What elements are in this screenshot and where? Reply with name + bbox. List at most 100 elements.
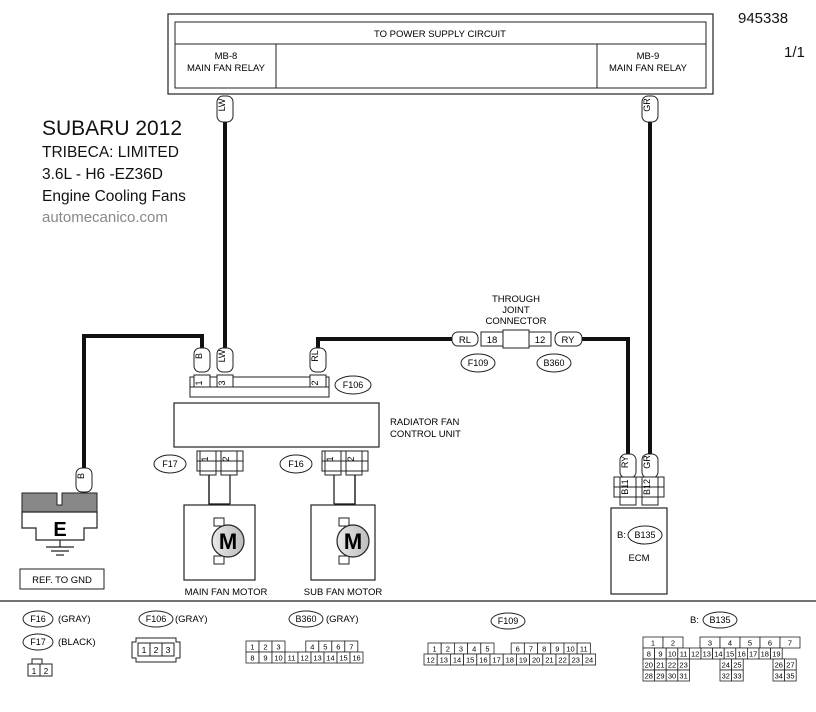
wire-tag-lw-top: LW xyxy=(216,95,234,123)
svg-text:2: 2 xyxy=(44,667,49,676)
left-relay-connector: MB-8 xyxy=(215,51,238,62)
pin-number: 29 xyxy=(656,672,664,681)
pin-number: 19 xyxy=(772,650,780,659)
pin-number: 1 xyxy=(250,643,254,652)
svg-text:(BLACK): (BLACK) xyxy=(58,637,95,648)
pin-number: 19 xyxy=(519,656,527,665)
pin-cell xyxy=(349,651,364,664)
pin-cell xyxy=(582,653,597,666)
ground-terminal: E REF. TO GND xyxy=(19,492,105,590)
svg-text:3: 3 xyxy=(217,380,227,385)
pin-number: 5 xyxy=(748,639,752,648)
wire-tag-lw-cu: LW xyxy=(216,347,234,373)
pin-number: 10 xyxy=(566,645,574,654)
wire-ry xyxy=(582,337,630,455)
svg-text:F17: F17 xyxy=(162,459,178,469)
pin-number: 24 xyxy=(722,661,730,670)
pin-number: 4 xyxy=(310,643,314,652)
svg-text:B:: B: xyxy=(690,615,699,626)
wire-rl xyxy=(316,337,452,350)
svg-text:B135: B135 xyxy=(634,530,655,540)
pin-number: 8 xyxy=(647,650,651,659)
pin-number: 20 xyxy=(532,656,540,665)
pin-number: 16 xyxy=(352,654,360,663)
svg-text:F106: F106 xyxy=(343,380,364,390)
pin-number: 13 xyxy=(703,650,711,659)
pin-cell xyxy=(731,669,744,682)
svg-text:F16: F16 xyxy=(30,614,46,624)
vehicle-engine: 3.6L - H6 -EZ36D xyxy=(42,166,163,183)
radiator-fan-control-unit: 1 3 2 F106 RADIATOR FAN CONTROL UNIT xyxy=(173,374,461,448)
pin-number: 16 xyxy=(479,656,487,665)
wire-tag-b-gnd: B xyxy=(75,467,93,493)
pin-number: 35 xyxy=(786,672,794,681)
svg-text:JOINT: JOINT xyxy=(502,305,530,316)
pin-number: 16 xyxy=(737,650,745,659)
pin-number: 5 xyxy=(323,643,327,652)
pin-number: 33 xyxy=(733,672,741,681)
ecm-label: ECM xyxy=(628,553,649,564)
svg-text:B135: B135 xyxy=(709,615,730,625)
svg-text:B360: B360 xyxy=(543,358,564,368)
pin-number: 17 xyxy=(749,650,757,659)
pin-number: 3 xyxy=(459,645,463,654)
svg-text:GR: GR xyxy=(642,98,652,112)
svg-text:12: 12 xyxy=(535,335,546,346)
system-name: Engine Cooling Fans xyxy=(42,188,186,205)
svg-text:F106: F106 xyxy=(146,614,167,624)
pin-cell xyxy=(784,669,797,682)
pin-number: 13 xyxy=(313,654,321,663)
svg-text:1: 1 xyxy=(200,456,210,461)
svg-text:1: 1 xyxy=(325,456,335,461)
pin-number: 4 xyxy=(728,639,732,648)
pin-number: 1 xyxy=(651,639,655,648)
pin-number: 1 xyxy=(433,645,437,654)
pin-number: 6 xyxy=(768,639,772,648)
wire-tag-gr-top: GR xyxy=(641,95,659,123)
page-number: 1/1 xyxy=(784,44,805,61)
pin-number: 28 xyxy=(645,672,653,681)
svg-text:2: 2 xyxy=(346,456,356,461)
svg-text:2: 2 xyxy=(310,380,320,385)
pin-number: 14 xyxy=(453,656,461,665)
svg-text:1: 1 xyxy=(194,380,204,385)
pin-number: 30 xyxy=(668,672,676,681)
through-joint-connector: THROUGH JOINT CONNECTOR RL 18 12 RY F109… xyxy=(451,294,583,373)
ground-symbol: E xyxy=(53,519,66,541)
pin-number: 18 xyxy=(506,656,514,665)
svg-text:B360: B360 xyxy=(295,614,316,624)
svg-text:GR: GR xyxy=(642,455,652,469)
website: automecanico.com xyxy=(42,209,168,226)
svg-text:F109: F109 xyxy=(498,616,519,626)
pin-number: 31 xyxy=(679,672,687,681)
power-supply-label: TO POWER SUPPLY CIRCUIT xyxy=(374,29,506,40)
pin-number: 10 xyxy=(274,654,282,663)
svg-text:1: 1 xyxy=(142,645,147,655)
legend-f16-f17: F16 (GRAY) F17 (BLACK) 1 2 xyxy=(22,610,95,677)
pin-number: 8 xyxy=(250,654,254,663)
svg-text:1: 1 xyxy=(32,667,37,676)
pin-number: 3 xyxy=(708,639,712,648)
svg-text:LW: LW xyxy=(217,349,227,362)
svg-text:LW: LW xyxy=(217,98,227,111)
pin-number: 2 xyxy=(446,645,450,654)
pin-number: 7 xyxy=(788,639,792,648)
right-relay-connector: MB-9 xyxy=(637,51,660,62)
svg-text:RY: RY xyxy=(620,456,630,468)
right-relay-name: MAIN FAN RELAY xyxy=(609,63,688,74)
wire-tag-ry-ecm: RY xyxy=(619,453,637,479)
pin-number: 14 xyxy=(326,654,334,663)
main-motor-connector: 1 2 F17 xyxy=(153,450,244,476)
svg-text:CONNECTOR: CONNECTOR xyxy=(485,316,546,327)
sub-motor-connector: 1 2 F16 xyxy=(279,450,369,476)
svg-text:2: 2 xyxy=(221,456,231,461)
pin-number: 14 xyxy=(714,650,722,659)
motor-symbol: M xyxy=(344,529,362,554)
left-relay-name: MAIN FAN RELAY xyxy=(187,63,266,74)
pin-number: 6 xyxy=(516,645,520,654)
pin-number: 24 xyxy=(585,656,593,665)
svg-text:(GRAY): (GRAY) xyxy=(58,614,91,625)
vehicle-model: TRIBECA: LIMITED xyxy=(42,144,179,161)
